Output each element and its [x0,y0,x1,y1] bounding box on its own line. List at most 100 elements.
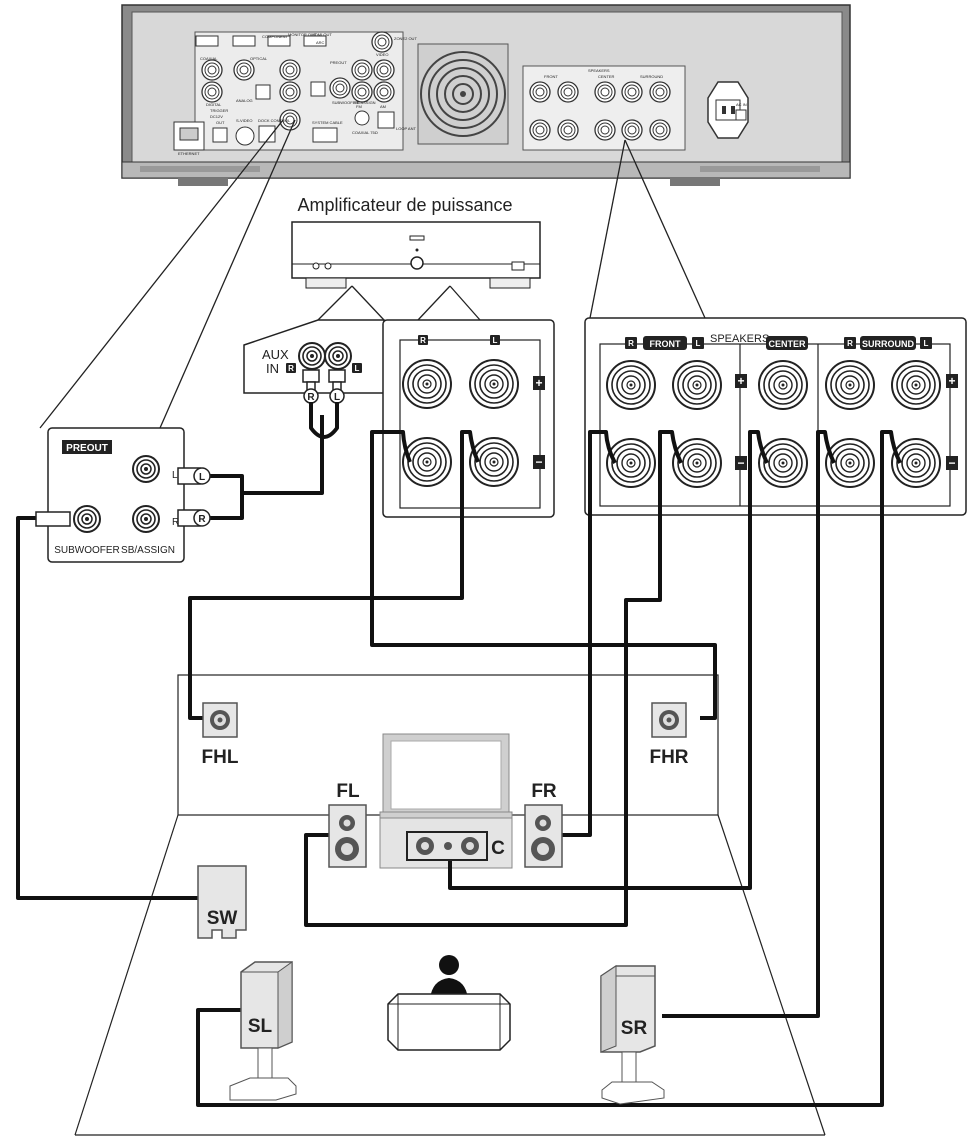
center-plus-sign: + [737,374,744,388]
label-fl: FL [336,781,360,802]
speakers-title: SPEAKERS [710,333,769,345]
preout-callout: PREOUT L R SUBWOOFER SB/ASSIGN [47,427,185,563]
receiver-label-zone2-out: ZONE2 OUT [394,36,417,41]
speaker-fhl: FHL [202,702,239,768]
preout-jack-l [132,455,160,483]
receiver-label-preout: PREOUT [330,60,347,65]
receiver-label-fm: FM [356,104,362,109]
power-amplifier: Amplificateur de puissance [291,195,541,289]
amp-post-r-plus [402,359,452,409]
receiver-label-arc: ARC [316,40,325,45]
receiver-label-s-video: S-VIDEO [236,118,252,123]
receiver-label-hdmi-out: HDMI OUT [312,32,332,37]
listener-sofa [387,955,511,1051]
speakers-callout: SPEAKERS R FRONT L CENTER R SURROUND L +… [584,317,967,516]
amp-minus: − [535,455,542,469]
receiver-label-loop-ant: LOOP ANT [396,126,416,131]
receiver-label-ac-in: AC IN [736,102,747,107]
aux-badge-l: L [355,364,360,373]
receiver-label-video: VIDEO [376,52,388,57]
receiver-label-coaxial: COAXIAL [200,56,218,61]
ac-inlet: AC IN [707,81,749,139]
receiver-label-out: OUT [216,120,225,125]
surround-label: SURROUND [862,339,915,349]
speaker-center: C [406,831,505,861]
label-sw: SW [207,908,238,929]
fan-grille [417,43,509,145]
front-label: FRONT [650,339,681,349]
label-sr: SR [621,1018,648,1039]
aux-jack-r [298,342,326,370]
receiver-label-optical: OPTICAL [250,56,268,61]
surround-badge-r: R [847,339,853,348]
receiver-label-digital: DIGITAL [206,102,222,107]
aux-badge-r: R [288,364,294,373]
front-badge-r: R [628,339,634,348]
receiver-label-coaxial-75: COAXIAL 75Ω [352,130,378,135]
aux-in-callout: AUX IN R L R L [243,319,385,404]
preout-title: PREOUT [66,443,108,454]
tv [379,733,513,821]
receiver-label-am: AM [380,104,386,109]
right-plus-sign: + [948,374,955,388]
speaker-fr: FR [524,781,563,868]
amp-terminal-callout: R L + − [382,319,555,518]
front-badge-l: L [696,339,701,348]
receiver-label-speakers: SPEAKERS [588,68,610,73]
receiver-label-front: FRONT [544,74,558,79]
preout-plug-r: R [198,514,206,525]
front-l-plus [672,360,722,410]
callout-lines [39,119,706,429]
preout-jack-subwoofer [73,505,101,533]
preout-plugs: L R [35,467,211,527]
preout-label-subwoofer: SUBWOOFER [54,545,120,556]
front-r-plus [606,360,656,410]
center-minus-sign: − [737,456,744,470]
preout-jack-r [132,505,160,533]
label-fhr: FHR [649,747,688,768]
amp-plus: + [535,376,542,390]
aux-jack-l [324,342,352,370]
receiver-label-dc12v: DC12V [210,114,223,119]
receiver-label-center: CENTER [598,74,615,79]
surround-badge-l: L [924,339,929,348]
receiver-label-dock-control: DOCK CONTROL [258,118,291,123]
receiver-label-system-cable: SYSTEM CABLE [312,120,343,125]
surround-l-plus [891,360,941,410]
receiver-label-monitor-out: MONITOR OUT [288,32,317,37]
center-label: CENTER [768,339,806,349]
right-minus-sign: − [948,456,955,470]
preout-plug-l: L [199,472,205,483]
center-plus [758,360,808,410]
label-c: C [491,838,505,859]
label-fhl: FHL [202,747,239,768]
receiver-label-ethernet: ETHERNET [178,151,200,156]
speaker-sl: SL [229,961,297,1101]
amp-badge-l: L [493,336,498,345]
preout-label-sb-assign: SB/ASSIGN [121,545,175,556]
receiver-label-analog: ANALOG [236,98,253,103]
receiver-label-surround: SURROUND [640,74,663,79]
amplifier-title: Amplificateur de puissance [297,195,512,215]
receiver-label-trigger: TRIGGER [210,108,228,113]
surround-r-plus [825,360,875,410]
receiver-label-subwoofer: SUBWOOFER [332,100,358,105]
aux-plug-r: R [307,392,315,403]
speaker-sr: SR [600,965,665,1105]
receiver-rear-panel: COMPONENT MONITOR OUT HDMI OUT ARC ANALO… [121,4,851,186]
speaker-sw: SW [197,865,247,939]
preout-label-l: L [172,470,178,481]
aux-plug-l: L [334,392,340,403]
speaker-fhr: FHR [649,702,689,768]
receiver-label-component: COMPONENT [262,34,289,39]
receiver-speaker-terminals: SPEAKERS FRONT CENTER SURROUND [522,65,686,151]
tv-stand [379,817,513,869]
label-sl: SL [248,1016,273,1037]
preout-label-r: R [172,517,179,528]
aux-label: AUX [262,347,289,362]
receiver-label-sb-assign: SB/ASSIGN [354,100,376,105]
amp-post-l-plus [469,359,519,409]
label-fr: FR [531,781,557,802]
amp-post-r-minus [402,437,452,487]
